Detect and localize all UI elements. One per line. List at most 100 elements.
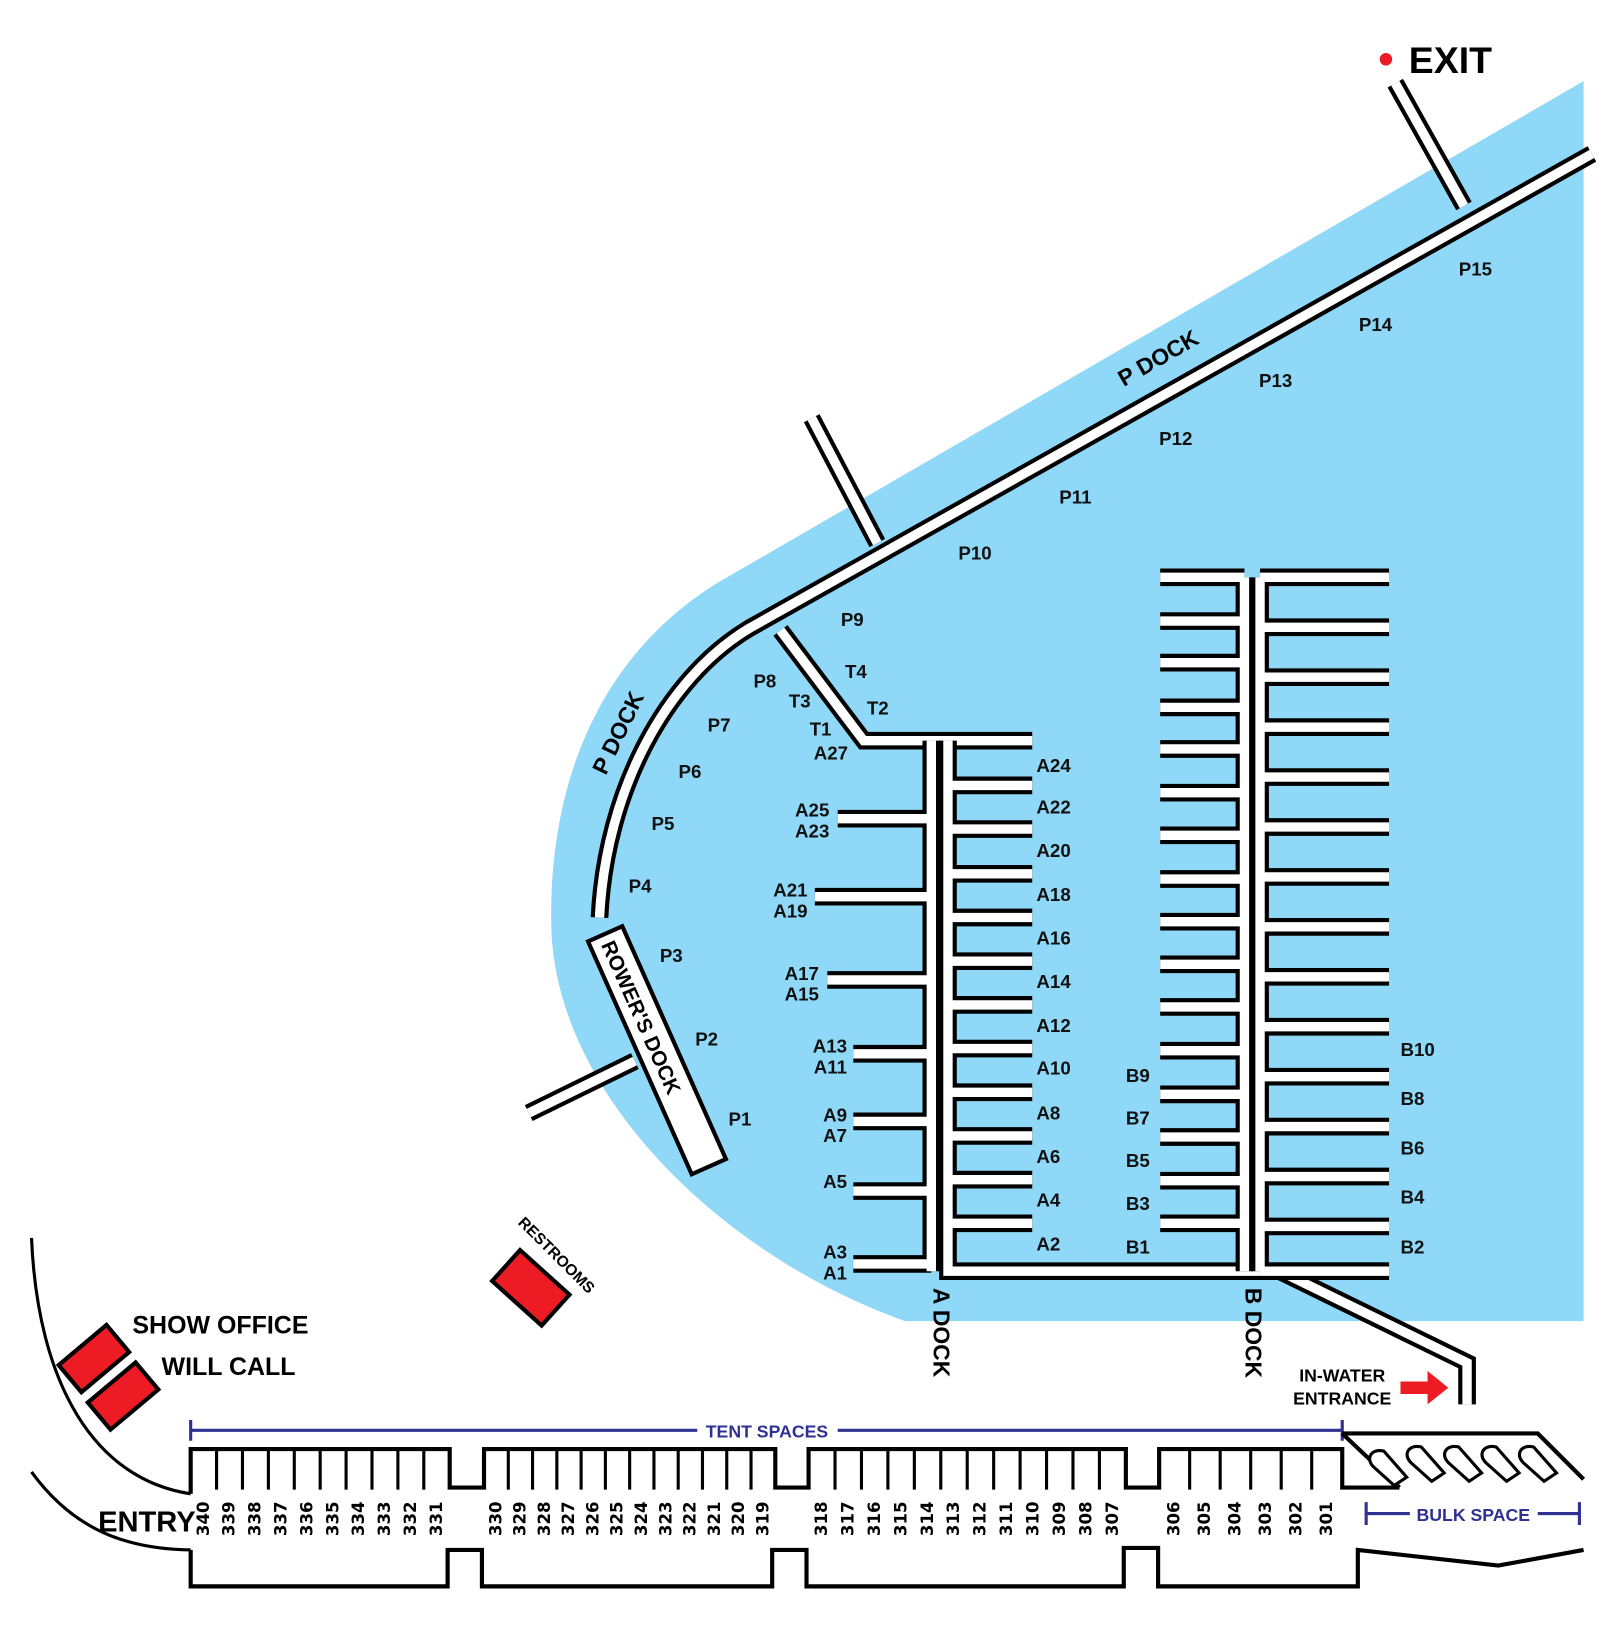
slip-label-b1: B1 (1126, 1237, 1150, 1258)
boat-icon (1405, 1444, 1447, 1484)
slip-label-b10: B10 (1400, 1039, 1434, 1060)
slip-label-b6: B6 (1400, 1138, 1424, 1159)
slip-label-a13: A13 (813, 1036, 847, 1057)
tent-spaces-label: TENT SPACES (706, 1422, 829, 1442)
exit-label: EXIT (1409, 39, 1492, 81)
tent-stall-330[interactable]: 330 (486, 1501, 505, 1536)
slip-label-a7: A7 (823, 1125, 847, 1146)
tent-stall-315[interactable]: 315 (891, 1501, 910, 1536)
tent-stall-310[interactable]: 310 (1024, 1501, 1043, 1536)
tent-stall-335[interactable]: 335 (323, 1501, 342, 1536)
tent-spaces-bracket (189, 1419, 1344, 1441)
slip-label-t3: T3 (789, 690, 811, 711)
slip-label-p15: P15 (1459, 259, 1492, 280)
tent-stall-314[interactable]: 314 (918, 1501, 937, 1536)
slip-label-t4: T4 (845, 661, 867, 682)
boat-icon (1480, 1444, 1522, 1484)
tent-stall-307[interactable]: 307 (1103, 1501, 1122, 1536)
tent-stall-302[interactable]: 302 (1287, 1501, 1306, 1536)
tent-stall-328[interactable]: 328 (535, 1501, 554, 1536)
tent-stall-333[interactable]: 333 (375, 1501, 394, 1536)
slip-label-a10: A10 (1036, 1058, 1070, 1079)
slip-label-p6: P6 (679, 761, 702, 782)
bulk-space-bracket (1364, 1502, 1581, 1526)
slip-label-a9: A9 (823, 1104, 847, 1125)
boat-icon (1368, 1449, 1410, 1488)
tent-stall-329[interactable]: 329 (511, 1501, 530, 1536)
tent-stall-labels: 340 339 338 337 336 335 334 333 332 331 330 329 328 3… (194, 1501, 1336, 1536)
tent-stall-337[interactable]: 337 (272, 1501, 291, 1536)
slip-label-b4: B4 (1400, 1187, 1425, 1208)
restrooms-building (489, 1247, 573, 1329)
slip-label-a3: A3 (823, 1242, 847, 1263)
slip-label-p13: P13 (1259, 370, 1292, 391)
a-dock-label: A DOCK (928, 1288, 954, 1378)
tent-stall-320[interactable]: 320 (729, 1501, 748, 1536)
slip-label-a23: A23 (795, 820, 829, 841)
b-dock-label: B DOCK (1240, 1288, 1266, 1379)
tent-stall-305[interactable]: 305 (1195, 1501, 1214, 1536)
tent-stall-313[interactable]: 313 (944, 1501, 963, 1536)
slip-label-b9: B9 (1126, 1065, 1150, 1086)
slip-label-b8: B8 (1400, 1088, 1424, 1109)
tent-stall-339[interactable]: 339 (220, 1501, 239, 1536)
tent-stall-338[interactable]: 338 (246, 1501, 265, 1536)
tent-stall-316[interactable]: 316 (865, 1501, 884, 1536)
tent-stall-336[interactable]: 336 (297, 1501, 316, 1536)
tent-stall-306[interactable]: 306 (1165, 1501, 1184, 1536)
tent-stall-326[interactable]: 326 (583, 1501, 602, 1536)
slip-label-b3: B3 (1126, 1193, 1150, 1214)
entry-label: ENTRY (98, 1506, 196, 1538)
tent-stall-327[interactable]: 327 (559, 1501, 578, 1536)
slip-label-p12: P12 (1159, 428, 1192, 449)
slip-label-a15: A15 (785, 984, 819, 1005)
slip-label-p10: P10 (958, 543, 991, 564)
in-water-label-2: ENTRANCE (1293, 1388, 1391, 1408)
tent-stall-325[interactable]: 325 (608, 1501, 627, 1536)
show-office-building (55, 1322, 133, 1396)
slip-label-b5: B5 (1126, 1150, 1150, 1171)
tent-stall-322[interactable]: 322 (681, 1501, 700, 1536)
tent-stall-309[interactable]: 309 (1050, 1501, 1069, 1536)
entry-road-curve (30, 1471, 191, 1552)
in-water-label-1: IN-WATER (1299, 1365, 1385, 1385)
tent-stall-340[interactable]: 340 (194, 1501, 213, 1536)
tent-stall-318[interactable]: 318 (812, 1501, 831, 1536)
slip-label-a8: A8 (1036, 1102, 1060, 1123)
slip-label-a4: A4 (1036, 1190, 1061, 1211)
slip-label-p2: P2 (695, 1028, 718, 1049)
slip-label-p7: P7 (708, 714, 731, 735)
show-office-label: SHOW OFFICE (132, 1312, 308, 1340)
slip-label-a22: A22 (1036, 796, 1070, 817)
tent-stall-321[interactable]: 321 (705, 1501, 724, 1536)
slip-label-b7: B7 (1126, 1108, 1150, 1129)
slip-label-p8: P8 (753, 671, 776, 692)
slip-label-a27: A27 (814, 742, 848, 763)
slip-label-a6: A6 (1036, 1146, 1060, 1167)
slip-label-a11: A11 (814, 1057, 847, 1078)
slip-label-a24: A24 (1036, 755, 1071, 776)
tent-stall-304[interactable]: 304 (1226, 1501, 1245, 1536)
slip-label-a17: A17 (785, 963, 819, 984)
tent-stall-311[interactable]: 311 (997, 1501, 1016, 1536)
will-call-building (84, 1359, 162, 1433)
tent-stall-323[interactable]: 323 (656, 1501, 675, 1536)
slip-label-p14: P14 (1359, 314, 1393, 335)
slip-label-p4: P4 (629, 876, 652, 897)
slip-label-a16: A16 (1036, 928, 1070, 949)
tent-stall-312[interactable]: 312 (971, 1501, 990, 1536)
tent-stall-319[interactable]: 319 (753, 1501, 772, 1536)
slip-label-t2: T2 (867, 698, 889, 719)
tent-stall-332[interactable]: 332 (401, 1501, 420, 1536)
tent-stall-303[interactable]: 303 (1256, 1501, 1275, 1536)
tent-stall-334[interactable]: 334 (349, 1501, 368, 1536)
tent-stall-331[interactable]: 331 (427, 1501, 446, 1536)
tent-stall-317[interactable]: 317 (838, 1501, 857, 1536)
tent-stall-301[interactable]: 301 (1317, 1501, 1336, 1536)
tent-stall-dividers (215, 1449, 1314, 1490)
tent-stall-324[interactable]: 324 (632, 1501, 651, 1536)
slip-label-a18: A18 (1036, 884, 1070, 905)
water-area (551, 81, 1584, 1322)
tent-stall-308[interactable]: 308 (1076, 1501, 1095, 1536)
